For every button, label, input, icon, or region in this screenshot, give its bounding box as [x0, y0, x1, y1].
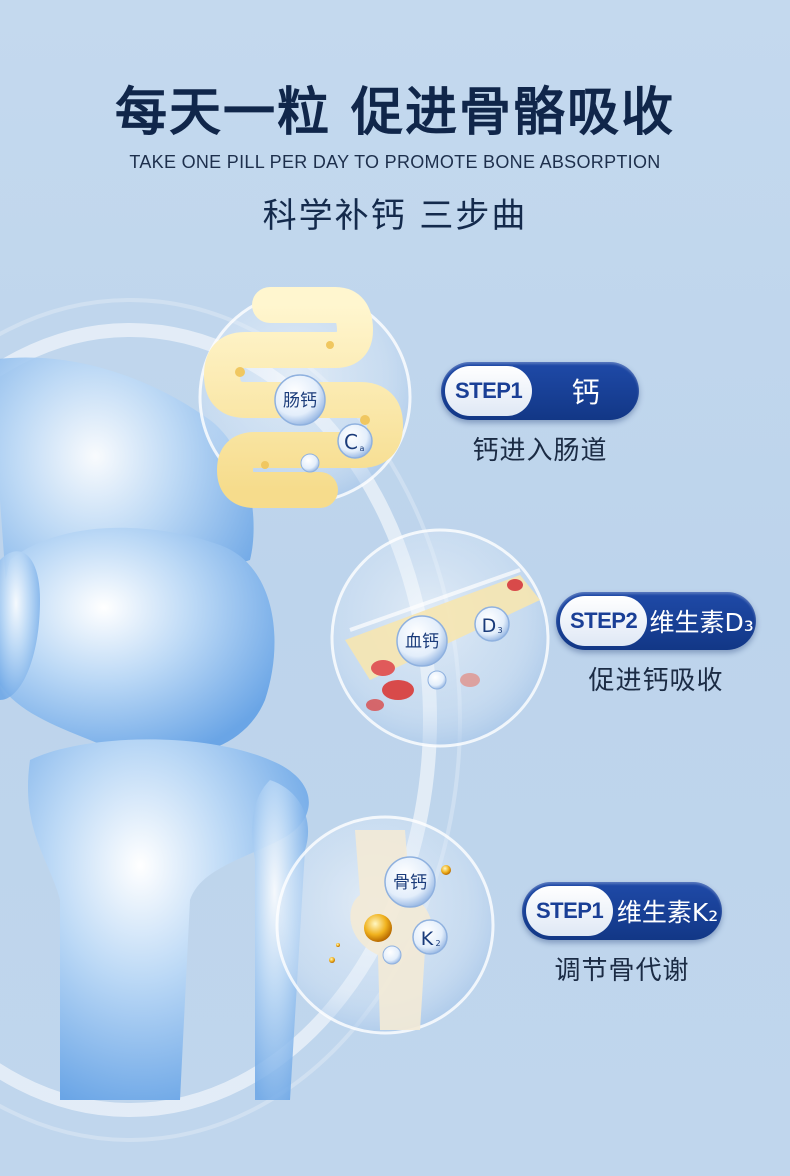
vitamin-d3-badge-sub: 3	[497, 626, 502, 635]
bubble-label-blood-calcium: 血钙	[405, 632, 439, 652]
step-3-label: STEP1	[526, 886, 614, 936]
calcium-badge-sub: a	[360, 444, 365, 453]
vitamin-k2-badge-sub: 2	[435, 939, 440, 948]
step-3-name: 维生素K₂	[616, 898, 719, 927]
step-2-pill: STEP2 维生素D₃	[556, 592, 756, 650]
step-3: STEP1 维生素K₂ 调节骨代谢	[522, 882, 722, 987]
step-3-pill: STEP1 维生素K₂	[522, 882, 722, 940]
subtitle-english: TAKE ONE PILL PER DAY TO PROMOTE BONE AB…	[129, 152, 661, 172]
step-2: STEP2 维生素D₃ 促进钙吸收	[556, 592, 756, 697]
step-1-label: STEP1	[445, 366, 533, 416]
calcium-badge: C	[344, 430, 358, 454]
step-2-name: 维生素D₃	[649, 608, 754, 637]
step-2-label: STEP2	[560, 596, 648, 646]
subtitle-chinese: 科学补钙 三步曲	[262, 196, 528, 236]
step-3-description: 调节骨代谢	[554, 956, 690, 986]
vitamin-k2-badge: K	[421, 928, 434, 950]
bubble-intestine: 肠钙 C a	[198, 287, 412, 508]
step-1-description: 钙进入肠道	[472, 436, 608, 466]
page-title: 每天一粒 促进骨骼吸收	[114, 83, 676, 143]
bubble-label-bone-calcium: 骨钙	[393, 873, 427, 893]
step-1-name: 钙	[571, 376, 600, 409]
step-1: STEP1 钙 钙进入肠道	[441, 362, 639, 467]
step-1-pill: STEP1 钙	[441, 362, 639, 420]
bubble-bone: 骨钙 K 2	[275, 815, 495, 1035]
bubble-blood: 血钙 D 3	[330, 528, 550, 748]
vitamin-d3-badge: D	[482, 615, 497, 637]
bubble-label-gut-calcium: 肠钙	[283, 391, 317, 411]
step-2-description: 促进钙吸收	[588, 666, 724, 696]
